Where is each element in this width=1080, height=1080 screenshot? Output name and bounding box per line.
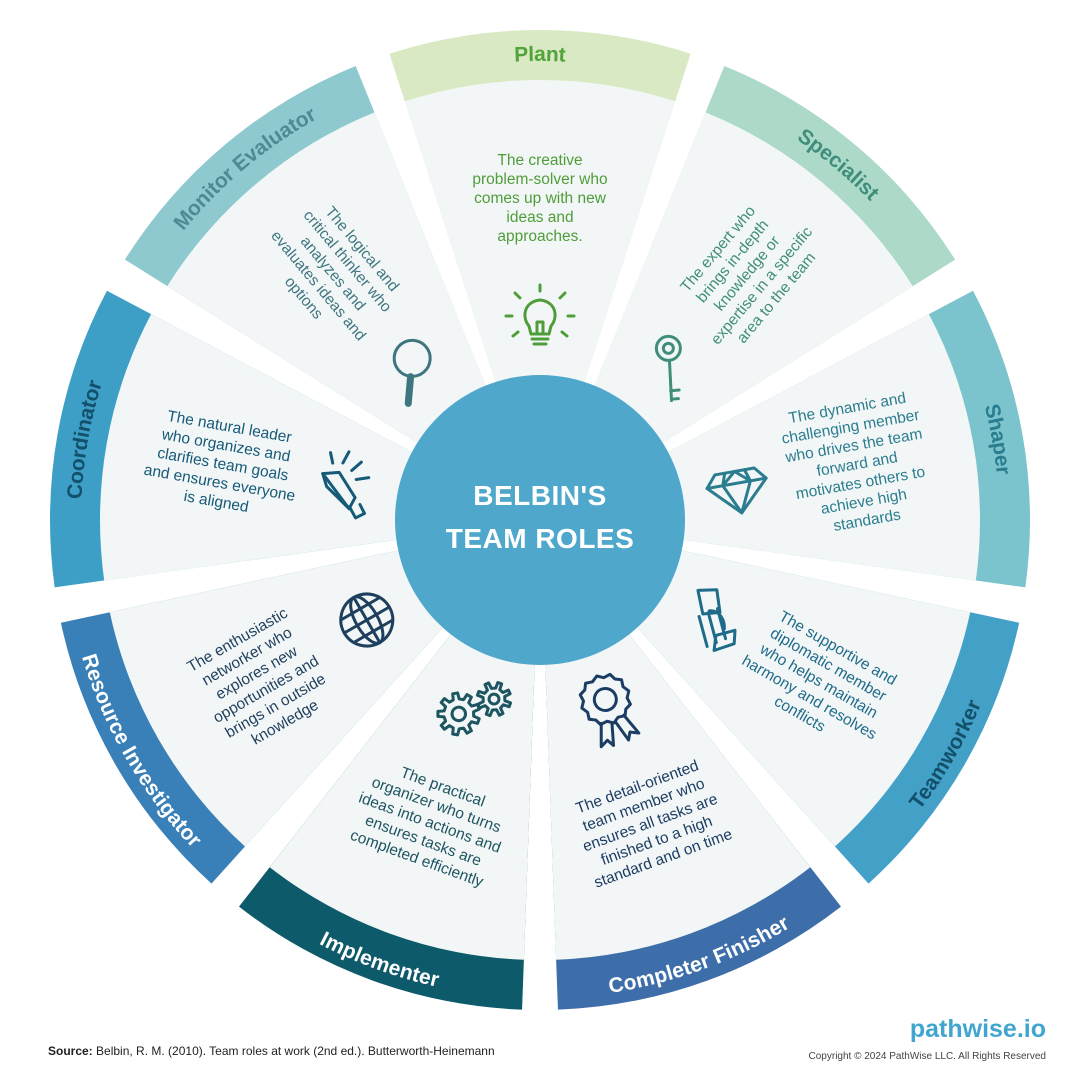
label-plant: Plant <box>514 43 566 67</box>
key-icon <box>654 334 682 403</box>
label-text-plant: Plant <box>514 43 566 67</box>
body-implementer <box>269 622 536 960</box>
body-plant <box>404 80 676 397</box>
desc-line-plant: The creative <box>497 152 582 169</box>
body-teamworker <box>627 547 971 847</box>
desc-coordinator: The natural leaderwho organizes andclari… <box>139 405 306 523</box>
body-coordinator <box>100 314 426 581</box>
desc-line-plant: ideas and <box>506 209 573 226</box>
desc-line-plant: problem-solver who <box>472 171 607 188</box>
globe-icon <box>339 592 395 648</box>
magnifier-icon <box>392 338 432 407</box>
source-text: Belbin, R. M. (2010). Team roles at work… <box>92 1044 495 1058</box>
copyright-notice: Copyright © 2024 PathWise LLC. All Right… <box>808 1051 1046 1062</box>
desc-plant: The creative problem-solver who comes up w… <box>472 152 607 245</box>
megaphone-icon <box>321 450 371 520</box>
center-title-line1: BELBIN'S <box>473 480 607 511</box>
brand-logo-text[interactable]: pathwise.io <box>909 1015 1046 1043</box>
center-circle <box>395 375 685 665</box>
source-label: Source: <box>48 1044 93 1058</box>
source-citation: Source: Belbin, R. M. (2010). Team roles… <box>48 1044 495 1058</box>
body-completer-finisher <box>544 622 811 960</box>
body-monitor-evaluator <box>167 112 492 451</box>
lightbulb-icon <box>504 283 576 346</box>
desc-line-plant: comes up with new <box>474 190 607 207</box>
desc-line-plant: approaches. <box>497 228 582 245</box>
body-shaper <box>654 314 980 581</box>
award-icon <box>578 672 641 749</box>
center-title-line2: TEAM ROLES <box>446 523 635 554</box>
diamond-icon <box>705 466 768 515</box>
hands-icon <box>696 588 737 653</box>
desc-resource-investigator: The enthusiasticnetworker whoexplores ne… <box>182 603 341 759</box>
center-hub: BELBIN'S TEAM ROLES <box>395 375 685 665</box>
gears-icon <box>436 681 513 737</box>
